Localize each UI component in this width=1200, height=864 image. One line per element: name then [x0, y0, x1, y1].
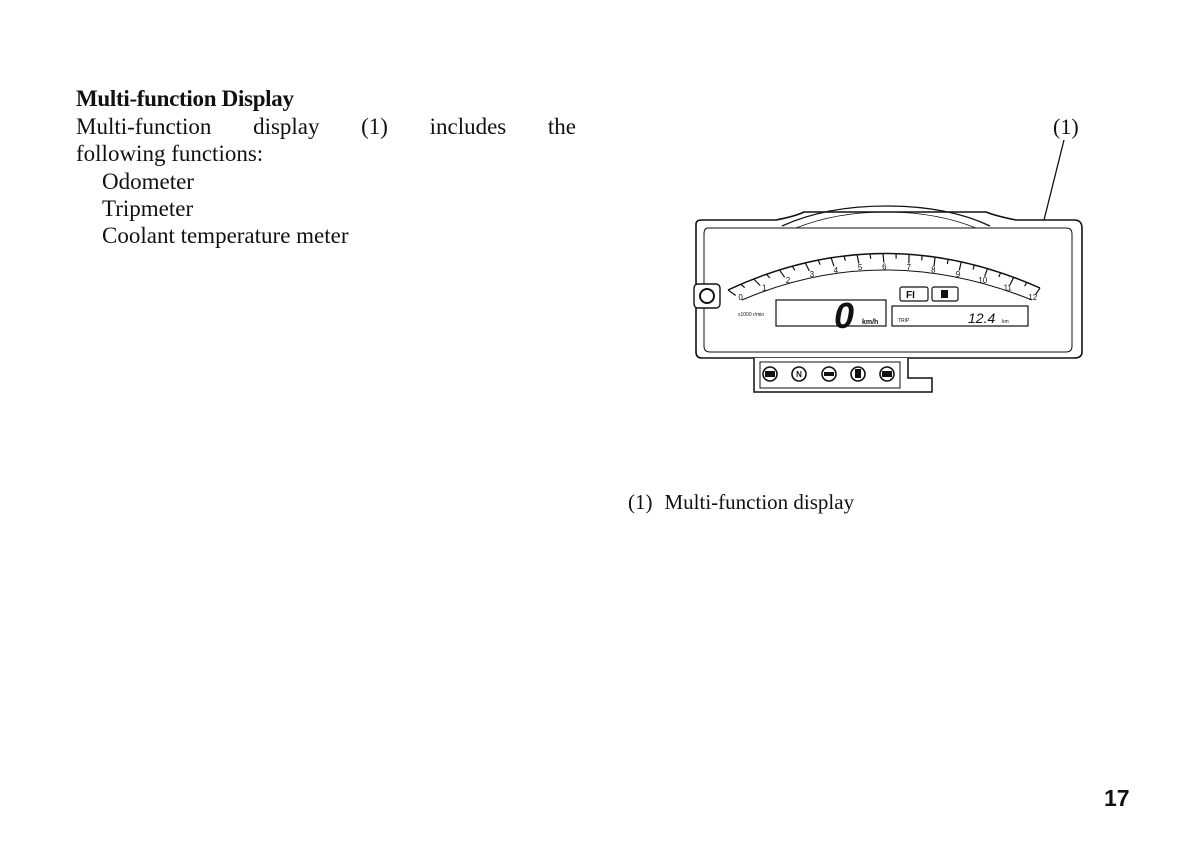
- function-list: Odometer Tripmeter Coolant temperature m…: [102, 168, 349, 249]
- tachometer-number: 4: [834, 266, 839, 275]
- mode-button: [693, 283, 721, 309]
- neutral-glyph: N: [796, 370, 802, 379]
- function-item-tripmeter: Tripmeter: [102, 196, 194, 221]
- tachometer-number: 3: [810, 270, 815, 279]
- cluster-housing: [695, 211, 1083, 359]
- caption-number: (1): [628, 490, 653, 514]
- tachometer-tick: [933, 257, 936, 267]
- tach-unit-label: x1000 r/min: [738, 312, 764, 318]
- function-item-coolant: Coolant temperature meter: [102, 223, 349, 248]
- speed-lcd: [775, 299, 887, 327]
- tachometer-tick: [958, 261, 962, 271]
- trip-value: 12.4: [968, 310, 995, 326]
- mode-button-knob: [699, 288, 715, 304]
- intro-word: the: [547, 114, 576, 139]
- tachometer-tick: [856, 254, 860, 264]
- tachometer-tick: [817, 259, 821, 265]
- tachometer-tick: [1024, 282, 1028, 287]
- tachometer-number: 9: [956, 270, 961, 279]
- trip-label: TRIP: [898, 318, 910, 324]
- speed-unit: km/h: [862, 319, 878, 326]
- tachometer-number: 0: [738, 293, 743, 302]
- oil-glyph: [855, 369, 861, 378]
- intro-word: display: [253, 114, 320, 139]
- tachometer-number: 11: [1004, 283, 1013, 292]
- tachometer-arc-inner: [741, 269, 1033, 301]
- tachometer-tick: [830, 257, 835, 267]
- intro-word: (1): [361, 114, 388, 139]
- tachometer-number: 8: [931, 266, 936, 275]
- highbeam-glyph: [765, 371, 775, 377]
- intro-line-1: Multi-function display (1) includes the: [76, 114, 576, 140]
- tachometer-tick: [740, 283, 746, 288]
- cluster-top-hood-inner: [795, 211, 977, 229]
- caption-text: Multi-function display: [664, 490, 855, 514]
- speed-value: 0: [834, 295, 854, 336]
- tachometer-tick: [727, 289, 737, 296]
- tachometer-number: 5: [858, 263, 863, 272]
- trip-unit: km: [1002, 319, 1009, 325]
- turn-glyph: [824, 372, 834, 376]
- tachometer-tick: [998, 272, 1002, 278]
- fi-warning-label: FI: [906, 290, 915, 301]
- tachometer-tick: [869, 253, 872, 259]
- tachometer-tick: [804, 262, 810, 272]
- tachometer-tick: [1009, 277, 1015, 286]
- tachometer-number: 7: [907, 263, 912, 272]
- indicator-panel-inner: [759, 361, 901, 389]
- tachometer-tick: [984, 268, 989, 277]
- cluster-top-hood: [781, 205, 991, 227]
- tachometer-number: 2: [786, 276, 791, 285]
- intro-word: includes: [429, 114, 507, 139]
- function-item-odometer: Odometer: [102, 169, 194, 194]
- tachometer-tick: [882, 253, 885, 263]
- neutral-indicator-icon: [791, 366, 807, 382]
- indicator-panel: [753, 358, 933, 393]
- tachometer-tick: [1035, 287, 1041, 295]
- tachometer-number: 10: [978, 276, 987, 285]
- tachometer-number: 12: [1028, 293, 1037, 302]
- fi-warning-lamp: [899, 286, 929, 302]
- tachometer-tick: [843, 255, 846, 261]
- tachometer-tick: [791, 265, 796, 271]
- tachometer-number: 1: [762, 284, 767, 293]
- tachometer-tick: [766, 273, 771, 279]
- tachometer-tick: [778, 269, 786, 278]
- tachometer-number: 6: [882, 262, 887, 271]
- figure-callout-label: (1): [1053, 114, 1079, 139]
- figure-caption: (1) Multi-function display: [628, 490, 854, 515]
- sidestand-glyph: [882, 371, 892, 377]
- tachometer-tick: [946, 259, 949, 265]
- trip-lcd: [891, 305, 1029, 327]
- tachometer-ticks: [727, 253, 1041, 296]
- page-number: 17: [1104, 785, 1130, 811]
- cluster-inner-frame: [703, 227, 1073, 353]
- tachometer-tick: [753, 278, 761, 286]
- section-heading: Multi-function Display: [76, 86, 294, 111]
- tachometer-tick: [972, 264, 975, 270]
- intro-line-2: following functions:: [76, 141, 264, 166]
- intro-word: Multi-function: [76, 114, 212, 139]
- fuel-pump-icon: [941, 290, 948, 298]
